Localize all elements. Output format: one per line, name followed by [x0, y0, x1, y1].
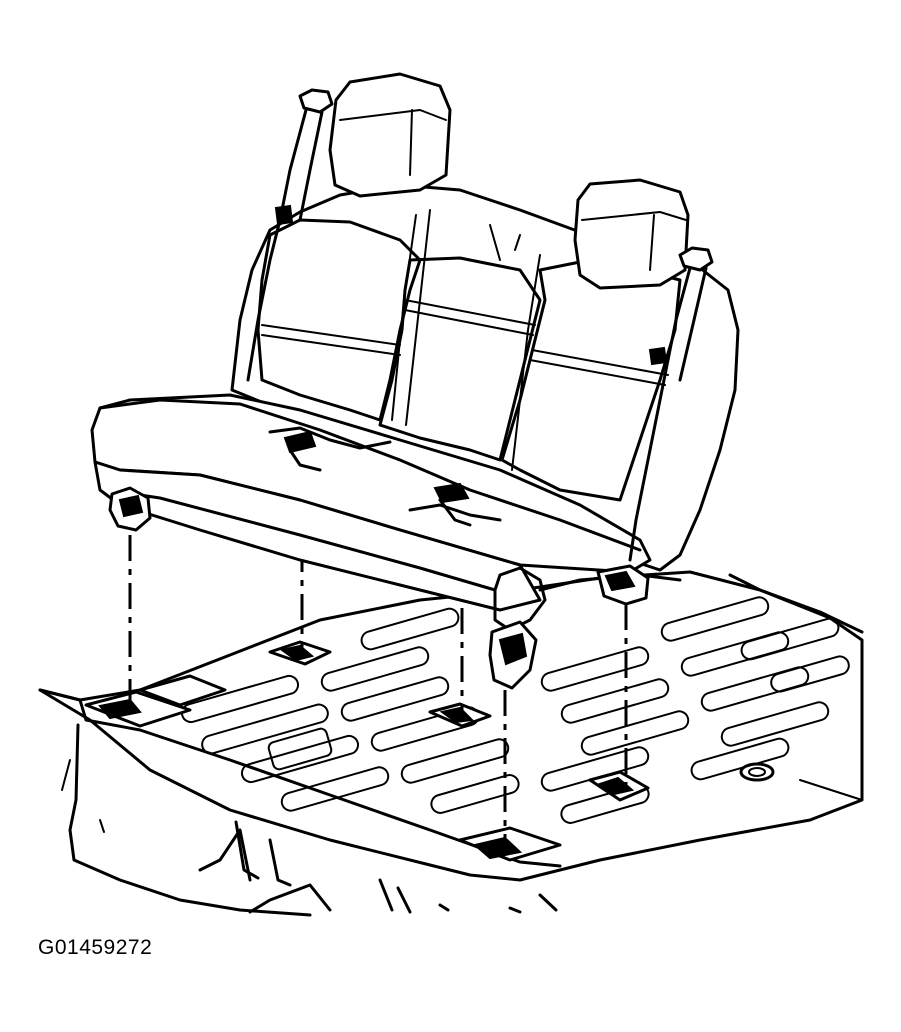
shoulder-belts: [246, 88, 714, 562]
seat-belt-buckles: [268, 426, 502, 527]
seat-latches: [108, 486, 650, 690]
floor-ribs: [180, 596, 850, 824]
vehicle-floor: [38, 570, 864, 917]
headrest-right: [573, 178, 690, 290]
headrest-left: [328, 72, 452, 198]
figure-code: G01459272: [38, 936, 153, 959]
bench-seat: [90, 72, 740, 690]
floor-anchor-plates: [84, 640, 650, 862]
